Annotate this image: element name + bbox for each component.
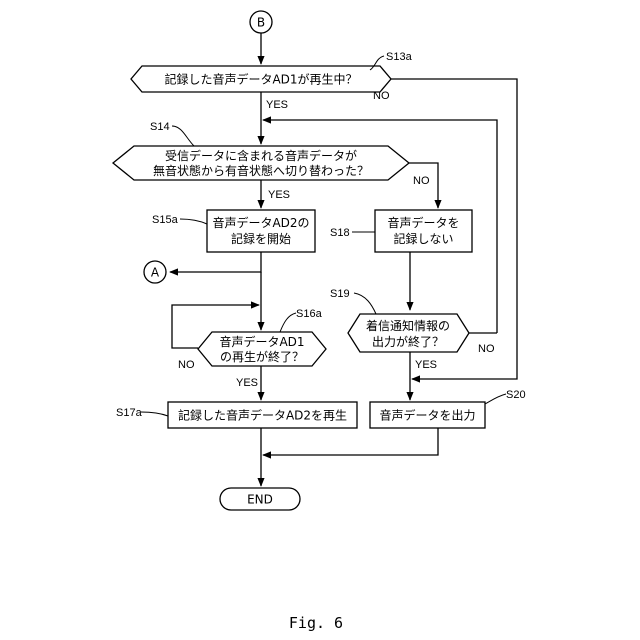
s14-no-label: NO: [413, 175, 430, 187]
decision-s14-line1: 受信データに含まれる音声データが: [165, 148, 357, 163]
process-s17a: 記録した音声データAD2を再生: [168, 402, 357, 428]
s13a-yes-label: YES: [266, 99, 288, 111]
terminal-end-label: END: [247, 493, 273, 507]
connector-b: B: [250, 11, 272, 33]
process-s15a-line1: 音声データAD2の: [212, 215, 309, 230]
leader-s19: [354, 293, 376, 314]
s19-no-label: NO: [478, 343, 495, 355]
process-s20: 音声データを出力: [370, 402, 485, 428]
decision-s13a-text: 記録した音声データAD1が再生中？: [164, 72, 357, 87]
process-s20-text: 音声データを出力: [379, 408, 475, 423]
s14-yes-label: YES: [268, 189, 290, 201]
step-label-s20: S20: [506, 389, 526, 401]
process-s15a: 音声データAD2の 記録を開始: [207, 210, 315, 252]
step-label-s16a: S16a: [296, 308, 323, 320]
terminal-end: END: [220, 488, 300, 510]
flow-s15a-to-a: [170, 252, 261, 272]
step-label-s18: S18: [330, 227, 350, 239]
connector-b-label: B: [257, 16, 265, 30]
connector-a-label: A: [151, 266, 160, 280]
process-s15a-line2: 記録を開始: [231, 231, 291, 246]
step-label-s13a: S13a: [386, 51, 413, 63]
decision-s16a-line1: 音声データAD1: [219, 334, 304, 349]
connector-a: A: [144, 261, 166, 283]
decision-s16a: 音声データAD1 の再生が終了？: [198, 332, 326, 366]
step-label-s19: S19: [330, 288, 350, 300]
leader-s14: [172, 126, 194, 146]
process-s17a-text: 記録した音声データAD2を再生: [178, 408, 347, 423]
step-label-s14: S14: [150, 121, 170, 133]
s16a-no-label: NO: [178, 359, 195, 371]
decision-s16a-line2: の再生が終了？: [220, 349, 304, 364]
step-label-s17a: S17a: [116, 407, 143, 419]
leader-s15a: [180, 219, 207, 224]
figure-caption: Fig. 6: [289, 614, 343, 632]
flow-s20-to-merge: [263, 428, 438, 455]
leader-s20: [485, 394, 506, 404]
leader-s17a: [141, 412, 168, 416]
decision-s14: 受信データに含まれる音声データが 無音状態から有音状態へ切り替わった？: [113, 146, 409, 180]
s13a-no-label: NO: [373, 90, 390, 102]
process-s18-line1: 音声データを: [387, 215, 459, 230]
decision-s19-line2: 出力が終了？: [372, 334, 444, 349]
s19-yes-label: YES: [415, 359, 437, 371]
decision-s13a: 記録した音声データAD1が再生中？: [131, 66, 391, 92]
process-s18-line2: 記録しない: [393, 231, 453, 246]
process-s18: 音声データを 記録しない: [375, 210, 472, 252]
decision-s19-line1: 着信通知情報の: [366, 318, 450, 333]
decision-s19: 着信通知情報の 出力が終了？: [348, 314, 469, 352]
s16a-yes-label: YES: [236, 377, 258, 389]
step-label-s15a: S15a: [152, 214, 179, 226]
decision-s14-line2: 無音状態から有音状態へ切り替わった？: [153, 163, 369, 178]
leader-s16a: [280, 313, 296, 332]
